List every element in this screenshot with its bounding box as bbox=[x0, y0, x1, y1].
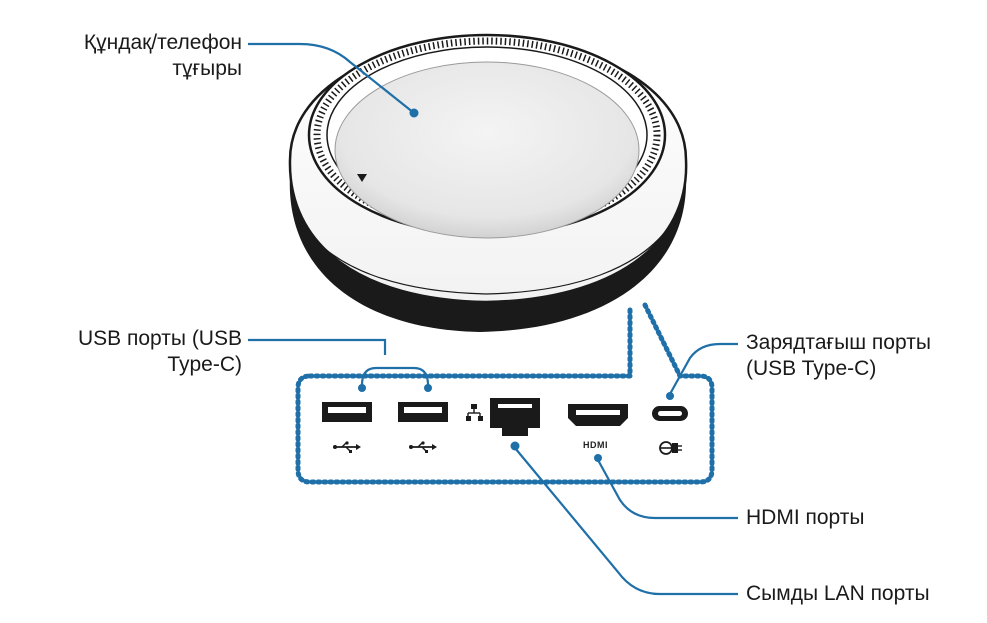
label-usb-line1: USB порты (USB bbox=[77, 327, 242, 350]
device-seam bbox=[299, 219, 675, 295]
callout-dot-usb-1 bbox=[358, 384, 366, 392]
hdmi-logo: HDMI bbox=[583, 440, 608, 450]
callout-line-charger bbox=[669, 342, 738, 395]
cradle-top bbox=[334, 61, 640, 239]
label-charger-line2: (USB Type-C) bbox=[746, 357, 877, 380]
label-hdmi-line1: HDMI порты bbox=[746, 506, 865, 529]
label-cradle-line2: тұғыры bbox=[172, 57, 242, 80]
callout-line-lan bbox=[514, 447, 738, 596]
callout-dot-lan bbox=[510, 441, 520, 451]
lan-port-contacts bbox=[498, 404, 532, 408]
callout-dot-hdmi bbox=[594, 454, 602, 462]
label-charger-line1: Зарядтағыш порты bbox=[746, 331, 931, 354]
hdmi-port-contacts bbox=[576, 410, 620, 415]
network-icon bbox=[466, 404, 483, 421]
port-panel-outline bbox=[295, 302, 715, 485]
usb-c-port-tongue bbox=[658, 411, 682, 416]
label-lan: Сымды LAN порты bbox=[746, 581, 981, 607]
label-cradle: Құндақ/телефон тұғыры bbox=[20, 30, 242, 82]
label-usb: USB порты (USB Type-C) bbox=[20, 326, 242, 378]
callout-line-hdmi bbox=[597, 459, 738, 520]
charging-plug-icon bbox=[659, 441, 682, 455]
label-usb-line2: Type-C) bbox=[167, 353, 242, 376]
callout-dot-charger bbox=[666, 392, 674, 400]
callout-dot-cradle bbox=[409, 108, 419, 118]
usb-port-2-tongue bbox=[404, 407, 442, 413]
usb-port-1-tongue bbox=[328, 407, 366, 413]
callout-dot-usb-2 bbox=[424, 384, 432, 392]
callout-line-usb bbox=[248, 338, 430, 386]
label-lan-line1: Сымды LAN порты bbox=[746, 582, 930, 605]
arrow-marker-icon bbox=[357, 174, 367, 182]
label-charger: Зарядтағыш порты (USB Type-C) bbox=[746, 330, 981, 382]
lan-port bbox=[490, 398, 540, 436]
callout-line-cradle bbox=[248, 42, 415, 114]
usb-trident-icon bbox=[409, 441, 437, 453]
label-cradle-line1: Құндақ/телефон bbox=[83, 31, 242, 54]
label-hdmi: HDMI порты bbox=[746, 505, 966, 531]
usb-trident-icon bbox=[333, 441, 361, 453]
